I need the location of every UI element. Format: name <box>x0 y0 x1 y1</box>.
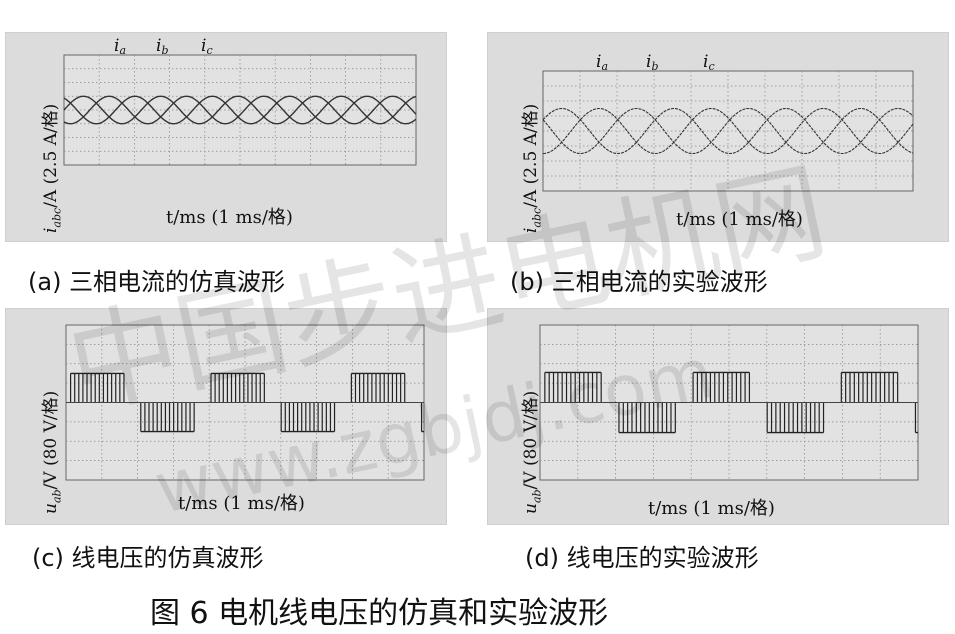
series-line-ic <box>542 107 914 155</box>
series-label-ia: ia <box>114 36 126 57</box>
caption-a: (a) 三相电流的仿真波形 <box>28 268 286 296</box>
panel-d: uab/V (80 V/格) t/ms (1 ms/格) <box>487 308 949 525</box>
caption-d: (d) 线电压的实验波形 <box>525 544 759 572</box>
chart-a: ia ib ic <box>63 36 417 166</box>
chart-c <box>65 324 425 481</box>
panel-c: uab/V (80 V/格) t/ms (1 ms/格) <box>5 308 447 525</box>
series-pwm-uab <box>544 372 917 433</box>
panel-b: ia ib ic iabc/A (2.5 A/格) t/ms (1 ms/格) <box>487 32 949 242</box>
caption-c: (c) 线电压的仿真波形 <box>32 544 264 572</box>
series-line-ib <box>543 107 914 155</box>
chart-d <box>539 324 919 481</box>
series-line-ia <box>63 95 417 125</box>
series-label-ia: ia <box>596 52 608 73</box>
y-axis-label-d: uab/V (80 V/格) <box>521 390 544 514</box>
chart-b: ia ib ic <box>542 52 914 192</box>
caption-b: (b) 三相电流的实验波形 <box>510 268 768 296</box>
series-label-ib: ib <box>646 52 658 73</box>
x-axis-label-d: t/ms (1 ms/格) <box>648 498 775 519</box>
series-pwm-uab <box>69 373 423 432</box>
series-label-ic: ic <box>703 52 715 73</box>
x-axis-label-b: t/ms (1 ms/格) <box>676 209 803 230</box>
y-axis-label-b: iabc/A (2.5 A/格) <box>521 103 544 233</box>
panel-a: ia ib ic iabc/A (2.5 A/格) t/ms (1 ms/格) <box>5 32 447 242</box>
y-axis-label-a: iabc/A (2.5 A/格) <box>41 103 64 233</box>
x-axis-label-c: t/ms (1 ms/格) <box>178 493 305 514</box>
y-axis-label-c: uab/V (80 V/格) <box>41 390 64 514</box>
series-line-ic <box>63 95 417 125</box>
x-axis-label-a: t/ms (1 ms/格) <box>166 207 293 228</box>
series-line-ib <box>63 95 417 125</box>
series-label-ic: ic <box>201 36 213 57</box>
series-line-ia <box>542 107 914 155</box>
figure-caption: 图 6 电机线电压的仿真和实验波形 <box>150 596 609 631</box>
series-label-ib: ib <box>156 36 168 57</box>
